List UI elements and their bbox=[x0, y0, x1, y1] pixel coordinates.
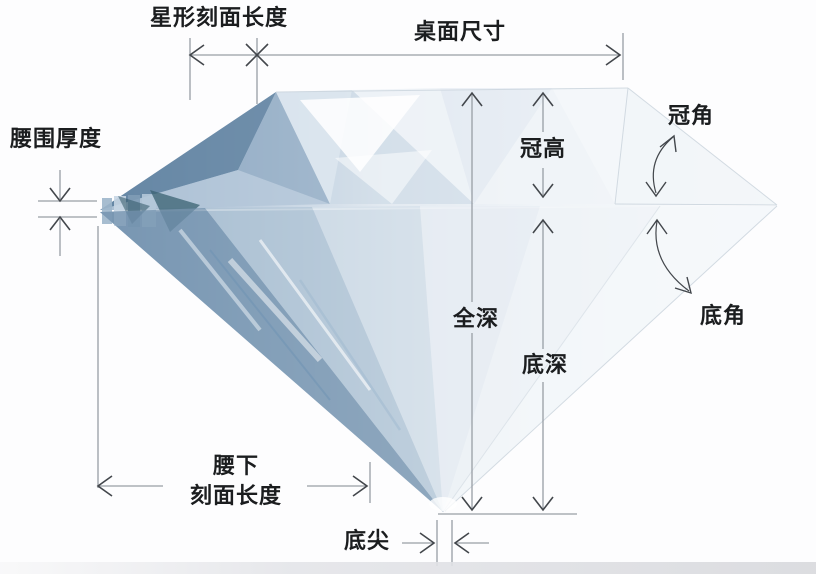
culet-dimension bbox=[402, 513, 577, 566]
pavilion-depth-dimension bbox=[532, 218, 554, 512]
label-total-depth: 全深 bbox=[453, 306, 500, 331]
girdle-thickness-dimension bbox=[38, 170, 97, 256]
label-lower-girdle-facet-line1: 腰下 bbox=[212, 453, 259, 478]
table-size-dimension bbox=[188, 33, 624, 104]
diamond-illustration bbox=[100, 87, 778, 513]
dimension-arrowheads bbox=[188, 43, 622, 67]
dimension-arrowheads bbox=[532, 91, 554, 199]
culet-highlight bbox=[429, 497, 457, 511]
dimension-arrowheads bbox=[461, 91, 483, 512]
bottom-band bbox=[0, 562, 816, 574]
label-crown-angle: 冠角 bbox=[668, 103, 715, 128]
dimension-arrowheads bbox=[49, 187, 71, 231]
label-table-size: 桌面尺寸 bbox=[414, 19, 507, 44]
label-crown-height: 冠高 bbox=[520, 136, 567, 161]
label-culet: 底尖 bbox=[344, 528, 391, 553]
pavilion-angle-arrow bbox=[646, 218, 692, 295]
crown-angle-arrow bbox=[645, 134, 677, 198]
label-pavilion-angle: 底角 bbox=[700, 303, 747, 328]
total-depth-dimension bbox=[461, 91, 483, 512]
label-lower-girdle-facet-length: 腰下 刻面长度 bbox=[168, 451, 304, 511]
label-pavilion-depth: 底深 bbox=[522, 352, 569, 377]
label-lower-girdle-facet-line2: 刻面长度 bbox=[189, 483, 282, 508]
lower-girdle-facet-dimension bbox=[96, 226, 371, 503]
dimension-arrowheads bbox=[532, 218, 554, 512]
diamond-crown-facets bbox=[100, 88, 777, 210]
dimension-arrowheads bbox=[419, 532, 470, 554]
diamond-edge-lines bbox=[275, 87, 778, 513]
label-star-facet-length: 星形刻面长度 bbox=[150, 5, 289, 30]
label-girdle-thickness: 腰围厚度 bbox=[10, 126, 103, 151]
dimension-arrowheads bbox=[96, 475, 369, 497]
crown-height-dimension bbox=[532, 91, 554, 199]
